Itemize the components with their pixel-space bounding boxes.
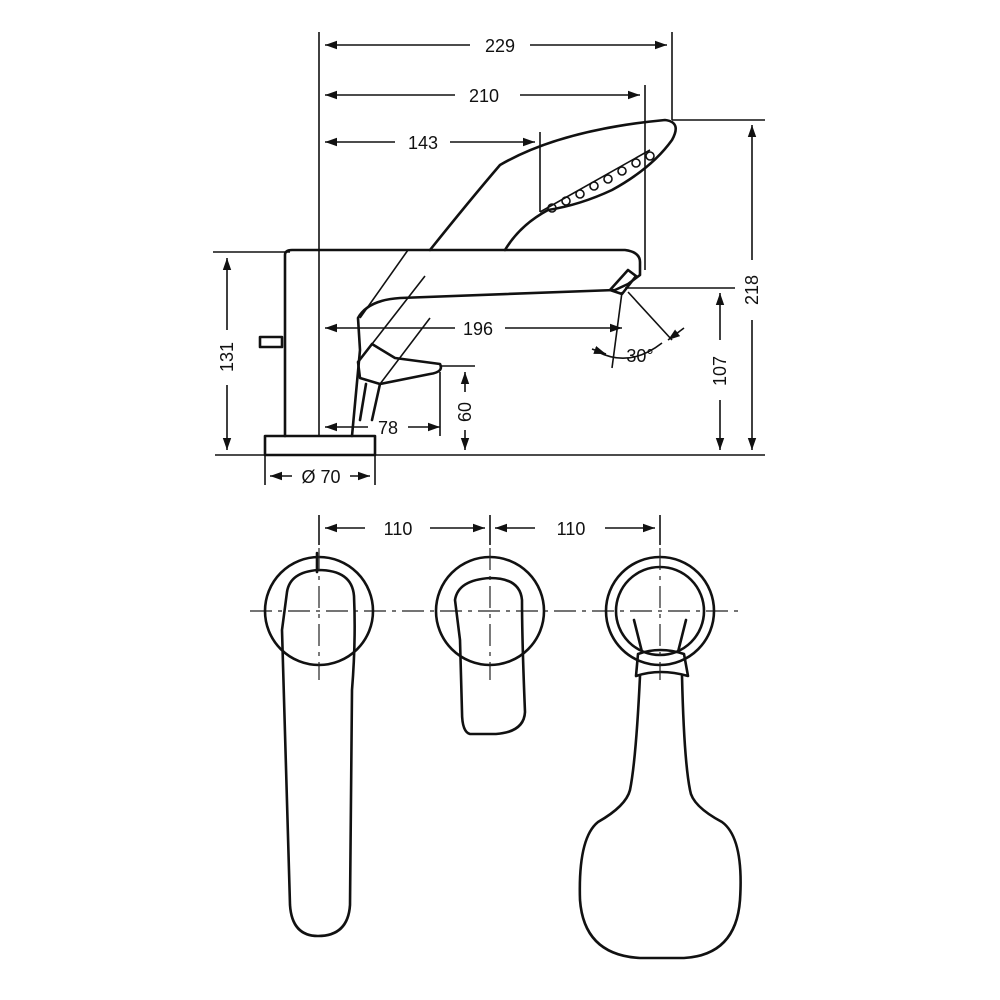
handshower-nozzles [547, 151, 655, 213]
angle-ray-a [611, 291, 623, 369]
holder-neck [632, 618, 688, 654]
dim-70-label: Ø 70 [301, 467, 340, 487]
dim-60-label: 60 [455, 402, 475, 422]
angle-ray-b [627, 291, 673, 341]
dim-143-label: 143 [408, 133, 438, 153]
lever-handle [356, 342, 443, 386]
handshower [428, 118, 677, 252]
dim-229-label: 229 [485, 36, 515, 56]
base-plate [263, 434, 377, 457]
spout-body [283, 248, 642, 438]
spout-top [280, 568, 356, 938]
angle-arc [597, 342, 663, 359]
valve-stem [258, 335, 284, 349]
dim-110-right-label: 110 [557, 519, 586, 539]
dim-30-label: 30° [626, 346, 653, 366]
dim-196-label: 196 [463, 319, 493, 339]
hose [359, 249, 431, 385]
holder-collar [634, 648, 690, 678]
dim-210-label: 210 [469, 86, 499, 106]
handshower-face [539, 149, 651, 213]
dim-107-label: 107 [710, 356, 730, 386]
handshower-top [578, 674, 742, 960]
dim-131-label: 131 [217, 342, 237, 372]
aerator [608, 268, 638, 296]
lever-stem [358, 382, 382, 422]
side-view: 229 210 143 196 78 60 131 107 218 [213, 32, 765, 487]
dim-110-left-label: 110 [384, 519, 413, 539]
dim-78-label: 78 [378, 418, 398, 438]
dim-218-label: 218 [742, 275, 762, 305]
top-view: 110 110 [250, 515, 742, 960]
